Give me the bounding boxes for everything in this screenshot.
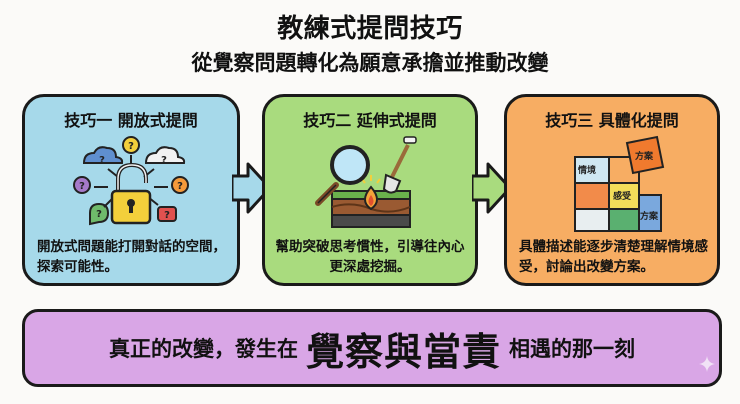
card-description: 開放式問題能打開對話的空間，探索可能性。: [37, 239, 226, 275]
puzzle-pieces-icon: 情境 感受 方案 方案: [557, 135, 667, 239]
open-lock-with-questions-icon: ?? ?? ?? ?: [66, 135, 196, 239]
banner-prefix: 真正的改變，發生在: [108, 337, 298, 361]
technique-card-open-questions: 技巧一 開放式提問 ?? ?? ?? ?: [22, 94, 240, 286]
svg-text:?: ?: [99, 155, 105, 166]
card-description: 具體描述能逐步清楚理解情境感受，討論出改變方案。: [519, 239, 708, 275]
sparkle-icon: [699, 356, 715, 376]
svg-text:情境: 情境: [577, 164, 596, 176]
svg-text:?: ?: [161, 155, 167, 166]
page-subtitle: 從覺察問題轉化為願意承擔並推動改變: [191, 51, 549, 75]
technique-card-extended-questions: 技巧二 延伸式提問 幫助突破思考慣性，引導往內心更深處挖掘。: [262, 94, 478, 286]
svg-text:方案: 方案: [640, 210, 659, 222]
page-title: 教練式提問技巧: [277, 14, 463, 44]
card-title: 技巧三 具體化提問: [545, 111, 679, 130]
magnifier-shovel-dig-icon: [310, 135, 430, 239]
card-title: 技巧二 延伸式提問: [303, 111, 437, 130]
technique-card-specific-questions: 技巧三 具體化提問 情境 感受 方案 方案 具體描述能逐步清楚理解情境感受，討論…: [504, 94, 720, 286]
svg-text:?: ?: [128, 141, 134, 152]
svg-text:?: ?: [79, 181, 85, 192]
svg-text:?: ?: [96, 209, 102, 220]
svg-text:方案: 方案: [635, 150, 654, 162]
conclusion-banner: 真正的改變，發生在 覺察與當責 相遇的那一刻: [22, 309, 722, 387]
banner-suffix: 相遇的那一刻: [509, 337, 635, 361]
card-description: 幫助突破思考慣性，引導往內心更深處挖掘。: [275, 239, 465, 275]
arrow-right-icon: [470, 162, 514, 218]
arrow-right-icon: [230, 162, 274, 218]
svg-text:?: ?: [164, 210, 170, 221]
card-title: 技巧一 開放式提問: [64, 111, 198, 130]
svg-text:?: ?: [177, 181, 183, 192]
svg-text:感受: 感受: [613, 190, 631, 202]
banner-emphasis: 覺察與當責: [305, 329, 501, 374]
